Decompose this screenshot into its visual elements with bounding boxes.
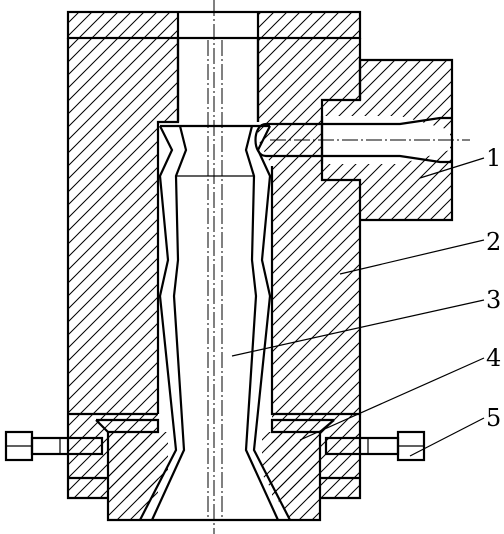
main-body-right-wall (256, 38, 362, 416)
right-bolt-part-5 (324, 430, 426, 462)
callout-3: 3 (486, 286, 501, 314)
mandrel-part-3 (139, 38, 291, 521)
main-body-left-wall (66, 38, 180, 416)
callout-4: 4 (486, 344, 501, 372)
callout-1: 1 (486, 144, 501, 172)
nozzle-block-part-1 (254, 58, 470, 222)
top-cover-plate (66, 10, 362, 40)
insert-ring-part-4 (95, 418, 335, 522)
callout-2: 2 (486, 228, 501, 256)
leader-lines (231, 157, 485, 457)
left-bolt (4, 430, 104, 462)
callout-5: 5 (486, 404, 501, 432)
